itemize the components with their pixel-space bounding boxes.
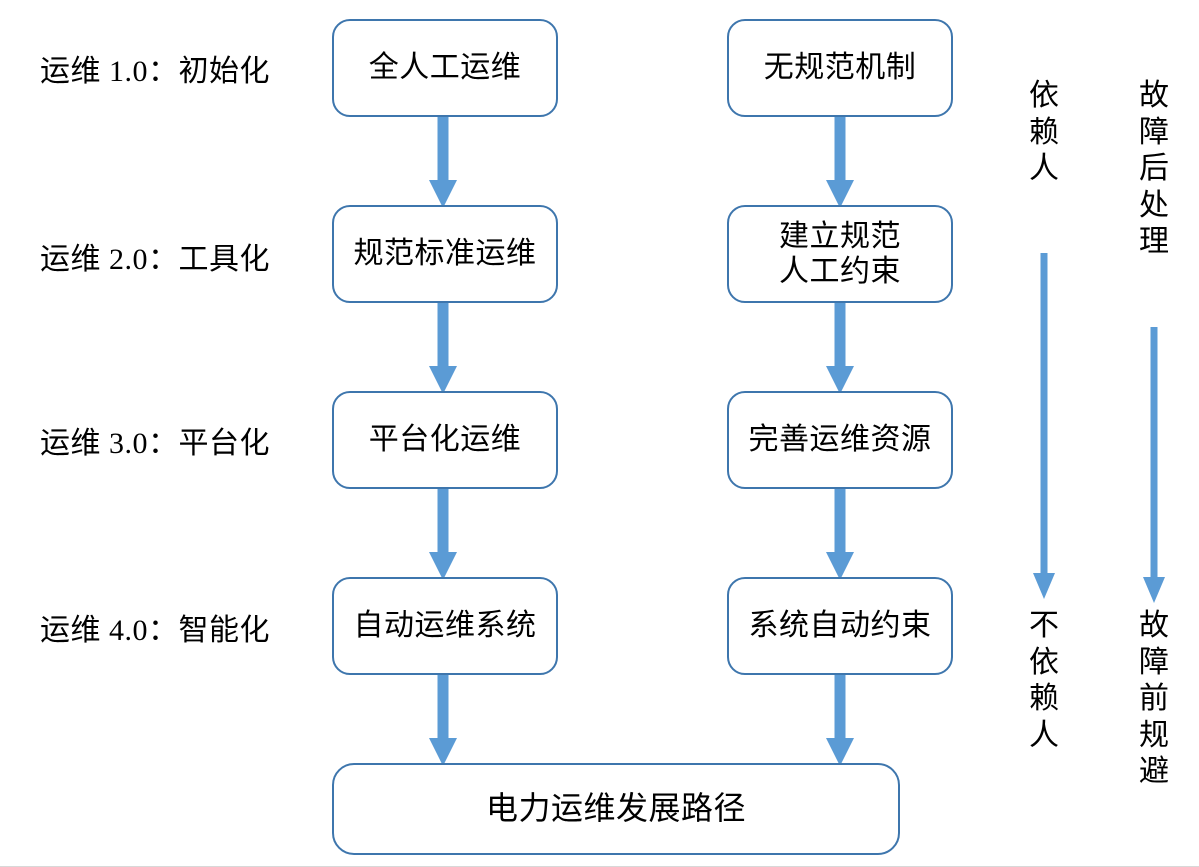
axis-fault-bottom-char-3: 前 xyxy=(1139,682,1169,716)
axis-fault-top-char-5: 理 xyxy=(1139,225,1169,259)
axis-people-bottom-label: 不 依 赖 人 xyxy=(1024,608,1064,754)
node-right-4[interactable]: 系统自动约束 xyxy=(727,577,953,675)
arrow-right-3-to-4 xyxy=(822,486,858,582)
axis-people-bottom-char-3: 赖 xyxy=(1029,682,1059,716)
summary-box-label: 电力运维发展路径 xyxy=(485,790,746,827)
axis-people-top-char-2: 赖 xyxy=(1029,115,1059,149)
node-right-2[interactable]: 建立规范 人工约束 xyxy=(727,205,953,303)
axis-fault-bottom-label: 故 障 前 规 避 xyxy=(1134,608,1174,791)
node-left-3[interactable]: 平台化运维 xyxy=(332,391,558,489)
arrow-right-1-to-2 xyxy=(822,114,858,210)
node-right-1[interactable]: 无规范机制 xyxy=(727,19,953,117)
arrow-left-4-to-summary xyxy=(425,672,461,768)
arrow-fault-handling-axis xyxy=(1140,327,1168,605)
node-left-4[interactable]: 自动运维系统 xyxy=(332,577,558,675)
axis-people-bottom-char-2: 依 xyxy=(1029,645,1059,679)
node-left-2[interactable]: 规范标准运维 xyxy=(332,205,558,303)
node-right-1-label: 无规范机制 xyxy=(763,51,917,85)
axis-people-top-label: 依 赖 人 xyxy=(1024,78,1064,188)
stage-label-1: 运维 1.0：初始化 xyxy=(40,55,270,88)
axis-fault-bottom-char-2: 障 xyxy=(1139,645,1169,679)
node-right-4-label: 系统自动约束 xyxy=(748,609,932,643)
arrow-left-3-to-4 xyxy=(425,486,461,582)
arrow-right-4-to-summary xyxy=(822,672,858,768)
node-right-3-label: 完善运维资源 xyxy=(748,423,932,457)
summary-box[interactable]: 电力运维发展路径 xyxy=(332,763,900,855)
node-right-3[interactable]: 完善运维资源 xyxy=(727,391,953,489)
axis-fault-top-label: 故 障 后 处 理 xyxy=(1134,78,1174,261)
axis-people-bottom-char-4: 人 xyxy=(1029,718,1059,752)
axis-fault-top-char-1: 故 xyxy=(1139,79,1169,112)
arrow-people-dependency-axis xyxy=(1030,253,1058,601)
node-left-3-label: 平台化运维 xyxy=(368,423,522,457)
stage-label-3: 运维 3.0：平台化 xyxy=(40,427,270,460)
axis-fault-top-char-2: 障 xyxy=(1139,115,1169,149)
arrow-left-2-to-3 xyxy=(425,300,461,396)
node-left-2-label: 规范标准运维 xyxy=(353,237,537,271)
axis-people-top-char-1: 依 xyxy=(1029,79,1059,112)
arrow-left-1-to-2 xyxy=(425,114,461,210)
stage-label-2: 运维 2.0：工具化 xyxy=(40,243,270,276)
axis-fault-top-char-4: 处 xyxy=(1139,188,1169,222)
node-left-1-label: 全人工运维 xyxy=(368,51,522,85)
stage-label-4: 运维 4.0：智能化 xyxy=(40,614,270,647)
axis-fault-bottom-char-4: 规 xyxy=(1139,718,1169,752)
axis-people-bottom-char-1: 不 xyxy=(1029,609,1059,642)
node-left-1[interactable]: 全人工运维 xyxy=(332,19,558,117)
axis-fault-bottom-char-5: 避 xyxy=(1139,755,1169,789)
axis-people-top-char-3: 人 xyxy=(1029,152,1059,186)
axis-fault-top-char-3: 后 xyxy=(1139,152,1169,186)
node-right-2-label: 建立规范 人工约束 xyxy=(779,219,901,288)
node-left-4-label: 自动运维系统 xyxy=(353,609,537,643)
axis-fault-bottom-char-1: 故 xyxy=(1139,609,1169,642)
arrow-right-2-to-3 xyxy=(822,300,858,396)
